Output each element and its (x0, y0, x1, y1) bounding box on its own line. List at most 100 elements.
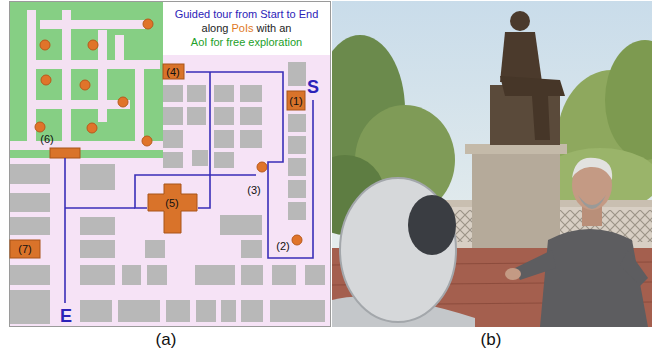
man-body (540, 229, 648, 327)
building (80, 217, 115, 235)
building (163, 85, 183, 102)
poi-dot (35, 122, 45, 132)
maze-path (62, 10, 71, 150)
man-arm (515, 250, 556, 280)
text-line: Guided tour from Start to End (166, 7, 327, 21)
poi-dot (292, 235, 302, 245)
poi-dot (80, 80, 90, 90)
maze-path (27, 10, 36, 150)
statue-body (500, 32, 542, 82)
building (241, 300, 263, 322)
building (288, 114, 306, 132)
building (221, 300, 236, 322)
building (288, 158, 306, 176)
maze-paths (10, 10, 163, 150)
building (80, 240, 115, 258)
building (187, 107, 206, 125)
route-line (198, 72, 210, 208)
poi-site (10, 240, 40, 258)
maze-path (10, 141, 163, 150)
poi-dot (88, 40, 98, 50)
building (145, 240, 165, 258)
building (118, 300, 160, 322)
scene-photo (332, 1, 652, 327)
building (10, 265, 50, 285)
building (272, 265, 296, 285)
callout-number: (5) (165, 198, 178, 209)
callout-number: (1) (289, 96, 302, 107)
text-line: alongPoIswith an (166, 21, 327, 35)
tree (605, 40, 652, 160)
callout-number: (6) (40, 134, 53, 145)
building (163, 107, 183, 125)
start-marker: S (307, 78, 319, 96)
building (240, 130, 262, 148)
building (214, 107, 234, 125)
buildings (10, 62, 325, 324)
poi-site (50, 148, 80, 158)
callout-number: (7) (18, 244, 31, 255)
building (214, 85, 234, 102)
callout-number: (3) (247, 185, 260, 196)
poi-site (148, 184, 197, 233)
building (240, 85, 262, 102)
building (220, 215, 262, 235)
route-line (64, 158, 66, 303)
poi-dot (87, 123, 97, 133)
building (270, 300, 325, 322)
poi-dot (257, 162, 267, 172)
building (305, 265, 325, 285)
building (10, 290, 50, 324)
panel-label: (a) (156, 331, 177, 348)
tour-route (65, 72, 313, 303)
legend-text: along (202, 22, 229, 34)
building (214, 152, 234, 168)
panel-label: (b) (481, 331, 502, 348)
callout-number: (4) (166, 67, 179, 78)
poi-site (163, 64, 184, 79)
building (240, 107, 262, 125)
legend-box: Guided tour from Start to EndalongPoIswi… (163, 2, 330, 55)
maze-path (135, 60, 144, 142)
route-line (186, 72, 313, 258)
building (163, 152, 183, 168)
route-line (135, 175, 256, 208)
poi-site (287, 91, 305, 110)
route-line (65, 207, 135, 209)
maze-path (115, 35, 124, 63)
building (288, 62, 306, 86)
end-marker: E (60, 307, 72, 325)
building (163, 130, 183, 148)
pedestal-top (465, 144, 567, 154)
pedestal (472, 150, 560, 260)
poi-dot (143, 19, 153, 29)
building (196, 300, 216, 322)
building (10, 164, 50, 184)
building (192, 150, 208, 166)
map-panel (10, 2, 331, 327)
robot-visor (408, 195, 456, 255)
building (10, 193, 50, 212)
man-hand (505, 268, 521, 280)
building (10, 217, 50, 235)
poi-dot (118, 97, 128, 107)
building (147, 265, 167, 285)
robot-head (340, 178, 456, 322)
building (288, 180, 306, 198)
legend-text: AoI for free exploration (191, 36, 302, 48)
poi-dot (142, 136, 152, 146)
building (166, 300, 190, 322)
man-beard (578, 195, 606, 209)
building (214, 130, 234, 148)
legend-text: Guided tour from Start to End (175, 8, 319, 20)
statue-head (510, 11, 530, 31)
building (80, 265, 115, 285)
poi-sites (10, 64, 305, 258)
legend-text: with an (257, 22, 292, 34)
building (80, 164, 115, 190)
poi-dot (41, 75, 51, 85)
text-line: AoI for free exploration (166, 35, 327, 49)
statue-legs (500, 76, 565, 140)
building (241, 240, 262, 258)
